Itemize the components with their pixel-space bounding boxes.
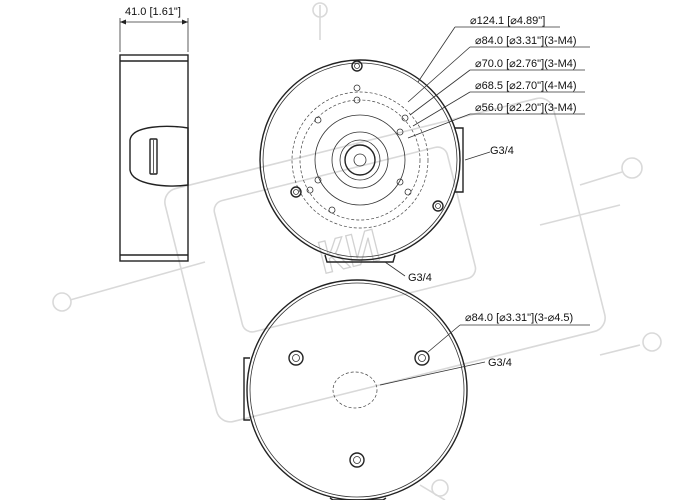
callout-84-m4: ⌀84.0 [⌀3.31"](3-M4) [475, 35, 577, 47]
thread-label-right: G3/4 [490, 145, 514, 157]
thread-label-bottom: G3/4 [408, 272, 432, 284]
top-leaders [384, 26, 590, 277]
top-holes [290, 60, 444, 214]
bottom-left-tab [243, 357, 250, 421]
outer-rim [259, 59, 461, 261]
top-view: ⌀124.1 [⌀4.89"] ⌀84.0 [⌀3.31"](3-M4) ⌀70… [259, 15, 590, 284]
callout-68-m4: ⌀68.5 [⌀2.70"](4-M4) [475, 80, 577, 92]
bottom-thread-label: G3/4 [488, 357, 512, 369]
side-thread-port [129, 125, 189, 187]
bottom-view: ⌀84.0 [⌀3.31"](3-⌀4.5) G3/4 [243, 279, 590, 500]
bottom-mount-holes [288, 350, 430, 468]
right-thread-boss [455, 127, 464, 193]
bottom-boss [329, 497, 387, 500]
bottom-rim [246, 279, 468, 500]
callout-56-m4: ⌀56.0 [⌀2.20"](3-M4) [475, 102, 577, 114]
watermark: КИ [52, 2, 662, 500]
center-port [344, 144, 376, 176]
callout-70-m4: ⌀70.0 [⌀2.76"](3-M4) [475, 58, 577, 70]
bottom-thread-boss [324, 254, 396, 263]
callout-outer-diameter: ⌀124.1 [⌀4.89"] [470, 15, 545, 27]
watermark-text: КИ [313, 218, 385, 283]
side-view: 41.0 [1.61"] [119, 6, 189, 262]
bottom-holes-callout: ⌀84.0 [⌀3.31"](3-⌀4.5) [465, 312, 573, 324]
side-width-dim: 41.0 [1.61"] [125, 6, 181, 18]
